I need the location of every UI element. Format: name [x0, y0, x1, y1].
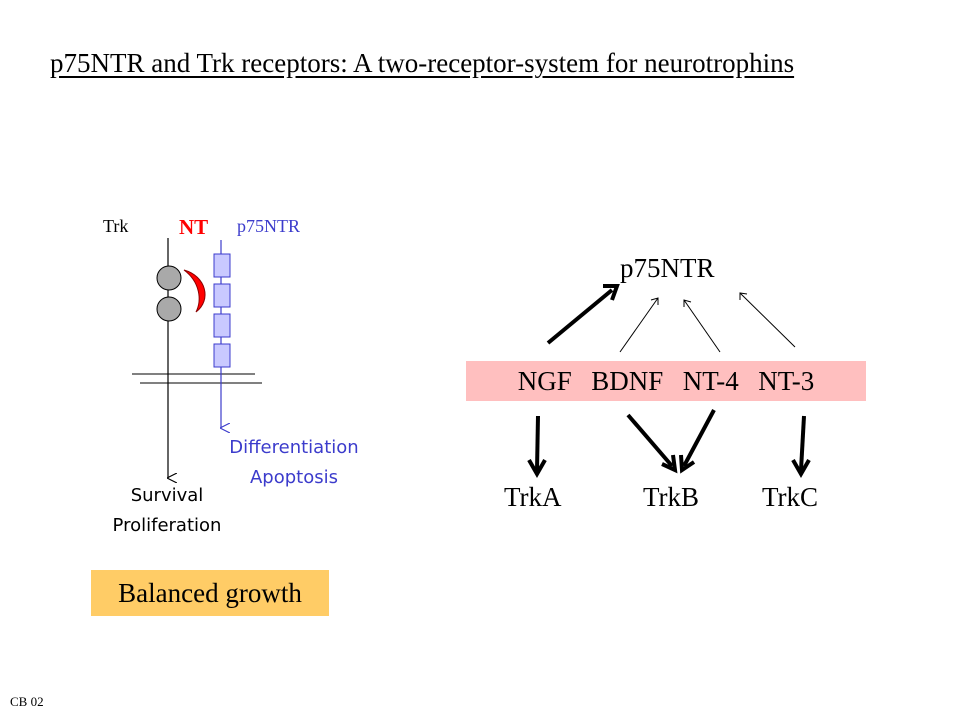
arrowhead-bdnf-p75 [650, 297, 659, 305]
p75-outcome: Differentiation Apoptosis [212, 433, 376, 493]
p75-outcome-1: Differentiation [229, 437, 359, 458]
arrowhead-nt4-p75 [683, 299, 692, 307]
trka-label: TrkA [504, 482, 562, 512]
trkb-label: TrkB [643, 482, 700, 512]
arrow-nt3-trkc [799, 415, 806, 471]
trkc-label: TrkC [762, 482, 819, 512]
balanced-growth-box: Balanced growth [91, 570, 329, 616]
trk-domain-2 [156, 296, 182, 322]
arrow-bdnf-trkb [626, 413, 674, 468]
p75-outcome-2: Apoptosis [249, 467, 338, 488]
p75-domain-3 [213, 313, 231, 338]
trk-outcome-2: Proliferation [112, 515, 222, 536]
p75-domain-2 [213, 283, 231, 308]
arrowhead-nt3-p75 [739, 292, 748, 300]
trk-domain-1 [156, 265, 182, 291]
p75-domain-4 [213, 343, 231, 368]
arrow-ngf-p75 [546, 288, 614, 345]
arrowhead-ngf-p75 [603, 284, 620, 301]
arrow-nt3-p75 [739, 292, 796, 348]
trk-outcome: Survival Proliferation [92, 481, 242, 541]
arrow-nt4-trkb [682, 409, 716, 467]
arrowhead-nt4-trkb [679, 454, 696, 474]
arrow-ngf-trka [535, 415, 540, 471]
nt-label: NT [179, 215, 209, 239]
trk-outcome-1: Survival [130, 485, 204, 506]
arrow-nt4-p75 [683, 299, 721, 353]
arrow-bdnf-p75 [619, 297, 659, 353]
arrowhead-bdnf-trkb [661, 454, 678, 474]
p75-left-label: p75NTR [237, 216, 300, 236]
nt-ligand-shape [183, 269, 206, 313]
p75-domain-1 [213, 253, 231, 278]
ligand-list: NGF BDNF NT-4 NT-3 [517, 366, 815, 396]
arrowhead-ngf-trka [527, 459, 547, 479]
p75-right-label: p75NTR [620, 253, 715, 283]
footer-label: CB 02 [10, 694, 44, 709]
arrowhead-nt3-trkc [791, 459, 811, 479]
trk-label: Trk [103, 216, 129, 236]
slide-title: p75NTR and Trk receptors: A two-receptor… [50, 48, 795, 78]
ligand-bar [466, 361, 866, 401]
